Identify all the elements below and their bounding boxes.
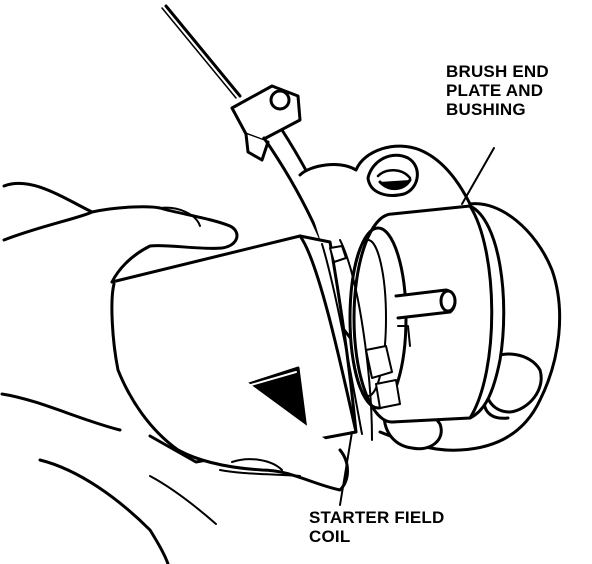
brush-end-plate-label: BRUSH END PLATE AND BUSHING xyxy=(446,62,549,119)
label-line: BUSHING xyxy=(446,100,526,119)
leader-lines xyxy=(339,147,495,506)
leader-field-coil xyxy=(339,431,353,506)
left-hand xyxy=(0,181,349,564)
label-line: BRUSH END xyxy=(446,62,549,81)
terminal-connector xyxy=(230,84,302,162)
brush-end-plate xyxy=(348,204,506,424)
leader-brush-end xyxy=(461,147,495,205)
wire-cable xyxy=(161,4,242,99)
label-line: STARTER FIELD xyxy=(309,508,445,527)
starter-field-coil-label: STARTER FIELD COIL xyxy=(309,508,444,546)
label-line: COIL xyxy=(309,527,351,546)
label-line: PLATE AND xyxy=(446,81,544,100)
